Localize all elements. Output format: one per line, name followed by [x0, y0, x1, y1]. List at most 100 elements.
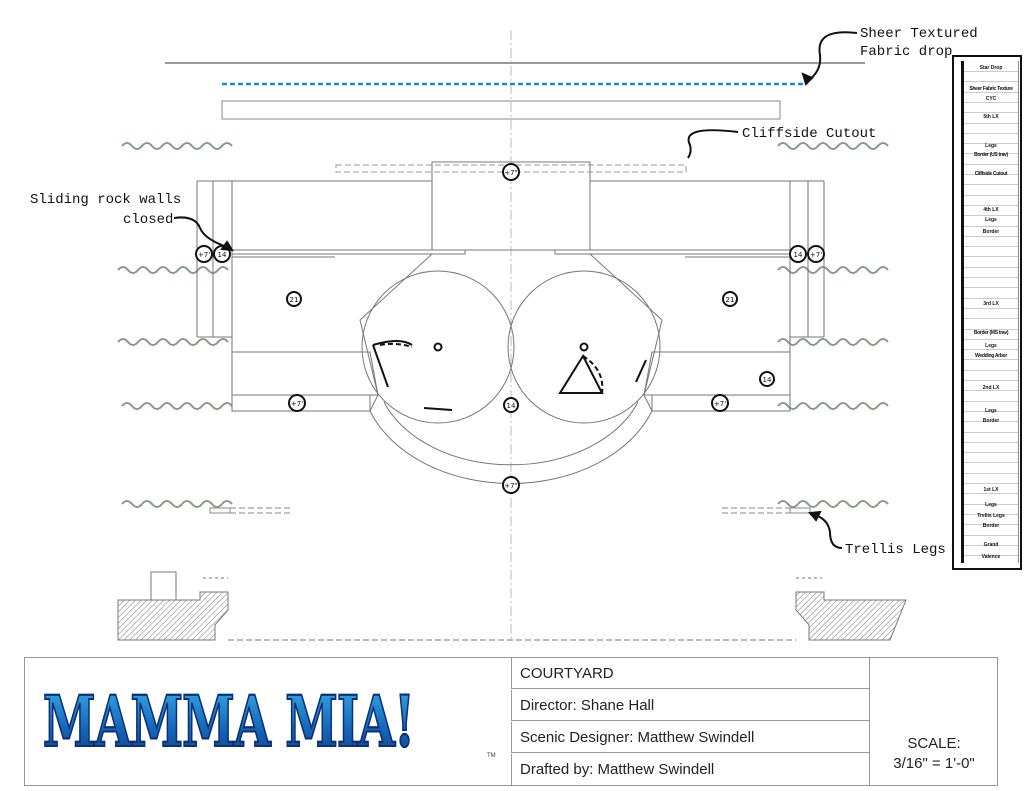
cyc — [221, 100, 781, 120]
label-sliding-line1: Sliding rock walls — [30, 192, 181, 208]
lineset-rule — [964, 452, 1018, 454]
lineset-row: Sheer Fabric Texture — [969, 86, 1013, 92]
lineset-rule — [964, 421, 1018, 423]
scale-value: 3/16" = 1'-0" — [893, 755, 975, 772]
lineset-row: 3rd LX — [983, 301, 999, 307]
marker-left-platform: 21 — [290, 296, 299, 304]
lineset-rule — [964, 483, 1018, 484]
scale-cell: SCALE: 3/16" = 1'-0" — [869, 658, 998, 785]
lineset-rule — [964, 132, 1018, 134]
lineset-rule — [964, 307, 1018, 309]
lineset-rule — [964, 503, 1018, 505]
lineset-row: Trellis Legs — [977, 513, 1005, 519]
marker-bottom-center: +7" — [504, 482, 518, 490]
lineset-rule — [964, 380, 1018, 381]
label-sheer-line2: Fabric drop — [860, 44, 952, 60]
lineset-rule — [964, 338, 1018, 340]
lineset-rule — [964, 81, 1018, 83]
label-cliffside: Cliffside Cutout — [742, 126, 876, 142]
lineset-rule — [964, 225, 1018, 227]
lineset-rule — [964, 174, 1018, 175]
lineset-rule — [964, 369, 1018, 371]
lineset-rule — [964, 71, 1018, 72]
lineset-rule — [964, 524, 1018, 526]
lineset-row: 1st LX — [983, 487, 999, 493]
marker-top-center: +7" — [504, 169, 518, 177]
marker-right-ramp: 14 — [763, 376, 772, 384]
scene-name: COURTYARD — [511, 658, 869, 689]
lineset-rule — [964, 410, 1018, 412]
lineset-rule — [964, 91, 1018, 93]
marker-right-lower: +7' — [714, 400, 726, 408]
lineset-rule — [964, 194, 1018, 196]
lineset-row: Legs — [985, 408, 997, 414]
marker-right-outer: +7' — [810, 251, 822, 259]
lineset-rule — [964, 318, 1018, 320]
lineset-schedule: Star Drop Sheer Fabric Texture CYC 5th L… — [952, 55, 1022, 570]
lineset-rule — [964, 544, 1018, 546]
lineset-row: Border (US trav) — [974, 152, 1008, 158]
lineset-rule — [964, 246, 1018, 248]
director: Director: Shane Hall — [511, 690, 869, 721]
lineset-rule — [964, 235, 1018, 237]
lineset-row: Star Drop — [979, 65, 1003, 71]
marker-left-inner: 14 — [218, 251, 227, 259]
lineset-row: CYC — [985, 96, 997, 102]
lineset-rule — [964, 462, 1018, 464]
label-sliding-line2: closed — [123, 212, 173, 228]
lineset-row: Border — [982, 418, 1000, 424]
callout-arrows — [173, 31, 858, 549]
lineset-rule — [964, 153, 1018, 155]
lineset-rule — [964, 143, 1018, 145]
trellis-legs — [209, 507, 811, 514]
scenic-designer: Scenic Designer: Matthew Swindell — [511, 722, 869, 753]
lineset-rule — [964, 534, 1018, 536]
label-sheer-line1: Sheer Textured — [860, 26, 978, 42]
lineset-rule — [964, 184, 1018, 186]
marker-center-lower: 14 — [507, 402, 516, 410]
lineset-row: Border (MS trav) — [973, 330, 1009, 336]
lineset-rule — [964, 215, 1018, 217]
lineset-rule — [964, 287, 1018, 289]
lineset-row: Grand — [983, 542, 999, 548]
drafted-by: Drafted by: Matthew Swindell — [511, 754, 869, 785]
marker-left-outer: +7' — [198, 251, 210, 259]
lineset-rule — [964, 256, 1018, 258]
lineset-row: Legs — [985, 502, 997, 508]
legs — [117, 142, 889, 508]
lineset-rule — [964, 349, 1018, 351]
lineset-rule — [964, 555, 1018, 557]
lineset-rule — [964, 266, 1018, 268]
lineset-row: 4th LX — [983, 207, 999, 213]
marker-right-platform: 21 — [726, 296, 735, 304]
lineset-rule — [964, 297, 1018, 299]
lineset-rule — [964, 122, 1018, 124]
lineset-row: Valence — [981, 554, 1001, 560]
lineset-rule — [964, 277, 1018, 278]
lineset-row: Cliffside Cutout — [974, 171, 1008, 177]
turntable-doors — [372, 340, 647, 411]
scale-label: SCALE: — [907, 735, 961, 752]
lineset-row: Border — [982, 229, 1000, 235]
marker-right-inner: 14 — [794, 251, 803, 259]
lineset-rule — [964, 441, 1018, 443]
stage-edge — [117, 571, 907, 641]
lineset-rule — [964, 431, 1018, 433]
lineset-rule — [964, 493, 1018, 495]
lineset-row: Wedding Arbor — [975, 353, 1007, 359]
title-block: MAMMA MIA! TM COURTYARD Director: Shane … — [24, 657, 998, 786]
lineset-row: 2nd LX — [982, 385, 1000, 391]
lineset-row: Legs — [985, 343, 997, 349]
label-trellis: Trellis Legs — [845, 542, 946, 558]
lineset-rule — [964, 101, 1018, 103]
lineset-rule — [964, 513, 1018, 515]
lineset-rule — [964, 400, 1018, 402]
lineset-rule — [964, 112, 1018, 114]
lineset-rule — [964, 204, 1018, 206]
trademark: TM — [487, 753, 496, 759]
lineset-rule — [964, 328, 1018, 330]
lineset-row: Legs — [985, 217, 997, 223]
lineset-rule — [964, 359, 1018, 361]
lineset-rule — [964, 390, 1018, 392]
